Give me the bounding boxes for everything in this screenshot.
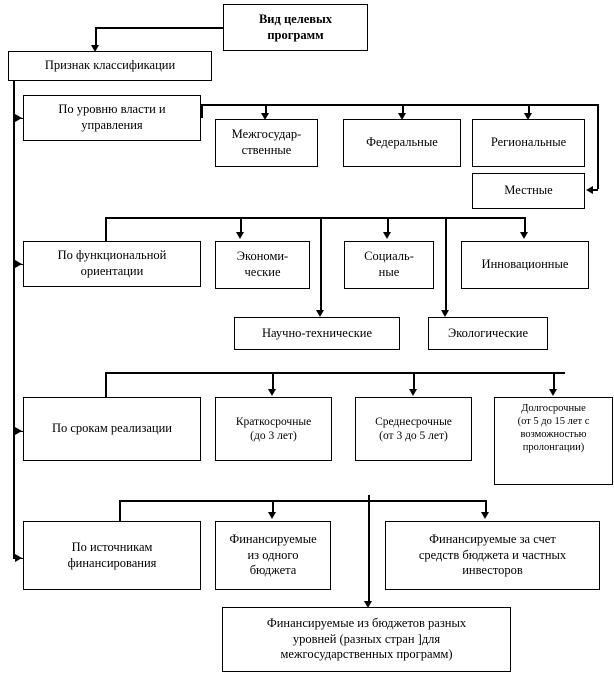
- arrow-spine-to-category-functional: [14, 260, 22, 268]
- arrow-root-to-criterion: [90, 45, 99, 52]
- category-label-funding-sources: По источникам финансирования: [67, 539, 157, 570]
- category-box-implementation-terms: По срокам реализации: [23, 397, 201, 461]
- item-label-budget-and-private: Финансируемые за счет средств бюджета и …: [418, 532, 567, 578]
- item-box-multi-level-budgets: Финансируемые из бюджетов разных уровней…: [222, 607, 511, 672]
- criterion-box: Признак классификации: [8, 51, 212, 81]
- category-funding-distribution-bar: [119, 500, 485, 502]
- item-label-economic: Экономи- ческие: [236, 249, 289, 279]
- item-box-short-term: Краткосрочные (до 3 лет): [215, 397, 332, 461]
- item-box-scientific-technical: Научно-технические: [234, 317, 400, 350]
- category-box-funding-sources: По источникам финансирования: [23, 521, 201, 590]
- item-label-local: Местные: [504, 183, 553, 198]
- arrow-to-local: [586, 185, 593, 194]
- item-label-ecological: Экологические: [447, 325, 529, 340]
- item-box-medium-term: Среднесрочные (от 3 до 5 лет): [355, 397, 472, 461]
- drop-to-regional: [528, 104, 530, 115]
- category-label-power-level: По уровню власти и управления: [58, 102, 166, 132]
- category-terms-distribution-bar: [105, 372, 565, 374]
- criterion-box-label: Признак классификации: [44, 58, 176, 73]
- arrow-to-budget-and-private: [481, 512, 489, 519]
- drop-to-budget-and-private: [485, 500, 487, 514]
- item-label-innovation: Инновационные: [481, 257, 569, 272]
- item-box-regional: Региональные: [472, 119, 585, 167]
- root-box-label: Вид целевых программ: [258, 11, 333, 42]
- drop-to-medium-term: [413, 372, 415, 390]
- item-box-economic: Экономи- ческие: [215, 241, 310, 289]
- drop-to-ecological: [445, 217, 447, 312]
- category-label-implementation-terms: По срокам реализации: [51, 421, 172, 436]
- item-label-federal: Федеральные: [366, 135, 438, 150]
- arrow-to-regional: [524, 113, 532, 120]
- arrow-to-long-term: [549, 389, 557, 396]
- drop-to-local-horizontal: [592, 189, 598, 191]
- item-label-social: Социаль- ные: [364, 249, 414, 279]
- drop-to-local-vertical: [597, 104, 599, 189]
- drop-to-innovation: [524, 217, 526, 234]
- arrow-to-multi-level-budgets: [364, 601, 372, 608]
- drop-to-economic: [240, 217, 242, 234]
- arrow-spine-to-category-power-level: [14, 114, 22, 122]
- category-functional-distribution-bar: [105, 217, 524, 219]
- item-label-interstate: Межгосудар- ственные: [231, 127, 302, 157]
- arrow-to-ecological: [441, 310, 449, 317]
- drop-to-short-term: [272, 372, 274, 390]
- category-label-functional-orientation: По функциональной ориентации: [57, 248, 167, 278]
- item-label-single-budget: Финансируемые из одного бюджета: [229, 532, 317, 578]
- root-box-target-programs: Вид целевых программ: [223, 4, 368, 51]
- category-funding-riser: [119, 500, 121, 521]
- arrow-to-federal: [398, 113, 406, 120]
- item-box-local: Местные: [472, 173, 585, 209]
- arrow-to-short-term: [268, 389, 276, 396]
- category-box-power-level: По уровню власти и управления: [23, 95, 201, 141]
- arrow-to-single-budget: [268, 512, 276, 519]
- arrow-to-innovation: [520, 232, 528, 239]
- arrow-to-medium-term: [409, 389, 417, 396]
- item-label-long-term: Долгосрочные (от 5 до 15 лет с возможнос…: [517, 403, 590, 454]
- arrow-to-scientific-technical: [316, 310, 324, 317]
- item-box-innovation: Инновационные: [461, 241, 589, 289]
- main-spine-vertical: [13, 81, 15, 558]
- item-box-single-budget: Финансируемые из одного бюджета: [215, 521, 331, 590]
- arrow-to-social: [383, 232, 391, 239]
- item-box-long-term: Долгосрочные (от 5 до 15 лет с возможнос…: [494, 397, 613, 485]
- connector-root-to-criterion-vertical: [95, 27, 97, 47]
- drop-to-single-budget: [272, 500, 274, 514]
- item-label-short-term: Краткосрочные (до 3 лет): [235, 415, 312, 442]
- drop-to-scientific-technical: [320, 217, 322, 312]
- item-label-scientific-technical: Научно-технические: [261, 325, 373, 340]
- drop-to-interstate: [265, 104, 267, 115]
- drop-to-federal: [402, 104, 404, 115]
- item-box-federal: Федеральные: [343, 119, 461, 167]
- item-box-budget-and-private: Финансируемые за счет средств бюджета и …: [385, 521, 600, 590]
- category-box-functional-orientation: По функциональной ориентации: [23, 241, 201, 287]
- item-label-regional: Региональные: [490, 135, 567, 150]
- drop-to-social: [387, 217, 389, 234]
- drop-to-multi-level-budgets: [368, 495, 370, 603]
- item-label-medium-term: Среднесрочные (от 3 до 5 лет): [375, 415, 452, 442]
- item-box-interstate: Межгосудар- ственные: [215, 119, 318, 167]
- item-label-multi-level-budgets: Финансируемые из бюджетов разных уровней…: [266, 616, 467, 662]
- drop-to-long-term: [553, 372, 555, 390]
- item-box-social: Социаль- ные: [344, 241, 434, 289]
- category-power-level-riser: [201, 104, 203, 118]
- arrow-spine-to-category-terms: [14, 427, 22, 435]
- category-functional-riser: [105, 217, 107, 241]
- item-box-ecological: Экологические: [428, 317, 548, 350]
- arrow-spine-to-category-funding: [14, 554, 22, 562]
- category-terms-riser: [105, 372, 107, 397]
- arrow-to-economic: [236, 232, 244, 239]
- category-power-level-distribution-bar: [201, 104, 597, 106]
- arrow-to-interstate: [261, 113, 269, 120]
- connector-root-to-criterion-horizontal: [95, 27, 224, 29]
